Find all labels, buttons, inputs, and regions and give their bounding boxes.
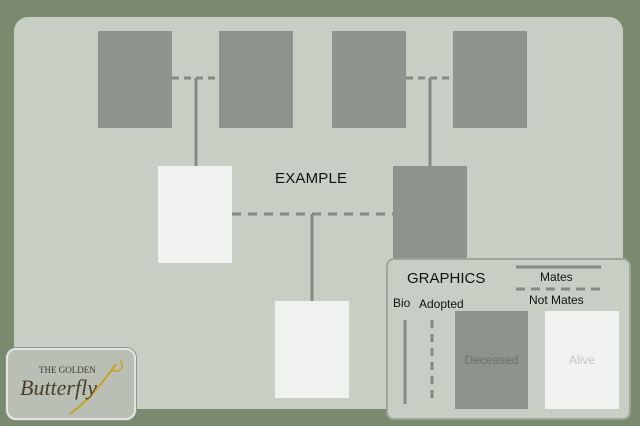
person-grandparent-1 [98,31,172,128]
legend-not-mates-label: Not Mates [529,293,584,307]
person-parent-right [393,166,467,263]
legend-adopted-label: Adopted [419,297,464,311]
person-grandparent-3 [332,31,406,128]
person-parent-left [158,166,232,263]
logo: THE GOLDEN Butterfly [6,348,136,420]
legend-title: GRAPHICS [407,270,486,287]
person-child [275,301,349,398]
legend-bio-label: Bio [393,296,411,310]
person-grandparent-4 [453,31,527,128]
diagram-title: EXAMPLE [275,170,348,187]
legend-deceased-sample: Deceased [455,311,528,409]
person-grandparent-2 [219,31,293,128]
legend-panel: GRAPHICS Mates Not Mates Bio Adopted Dec… [386,258,631,420]
logo-line-2: Butterfly [20,375,97,400]
legend-line-samples [403,265,601,404]
butterfly-logo-icon: THE GOLDEN Butterfly [20,359,123,415]
legend-mates-label: Mates [540,270,573,284]
legend-alive-sample: Alive [545,311,619,409]
logo-line-1: THE GOLDEN [39,365,96,375]
